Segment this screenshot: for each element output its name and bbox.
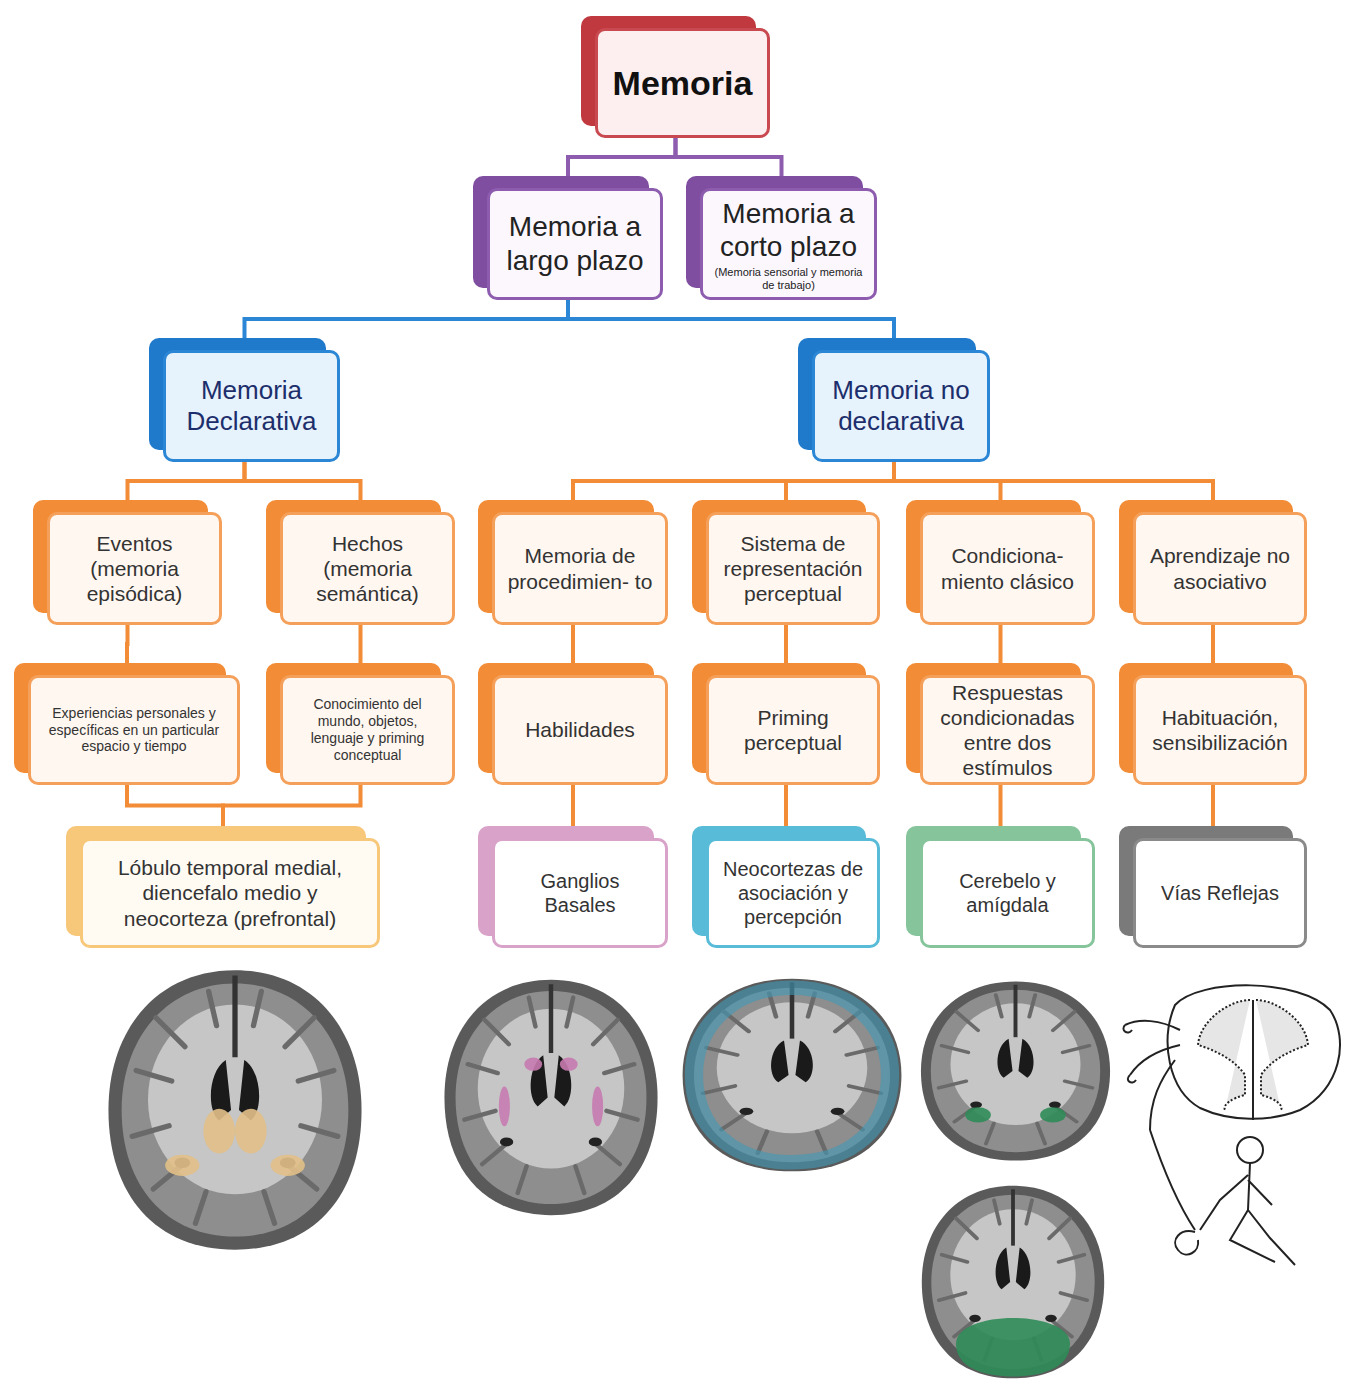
tree-connector xyxy=(568,300,894,338)
spinal-reflex-drawing xyxy=(1123,985,1340,1265)
tree-connector xyxy=(786,462,894,500)
subtype-box: Habituación, sensibilización xyxy=(1133,675,1307,785)
tree-connector xyxy=(894,462,1213,500)
subtype-box: Condiciona- miento clásico xyxy=(920,512,1095,625)
node-label: Priming perceptual xyxy=(718,705,868,755)
subtype-box: Priming perceptual xyxy=(706,675,880,785)
subtype-box: Respuestas condicionadas entre dos estím… xyxy=(920,675,1095,785)
brain-region-box: Cerebelo y amígdala xyxy=(920,838,1095,948)
brain-mri-declarative xyxy=(108,970,361,1249)
node-sublabel: (Memoria sensorial y memoria de trabajo) xyxy=(712,266,865,291)
node-label: Habituación, sensibilización xyxy=(1145,705,1295,755)
subtype-box: Memoria de procedimien- to xyxy=(492,512,668,625)
node-label: Respuestas condicionadas entre dos estím… xyxy=(932,680,1083,781)
node-label: Hechos (memoria semántica) xyxy=(292,531,443,607)
subtype-box: Sistema de representación perceptual xyxy=(706,512,880,625)
tree-connector xyxy=(571,625,575,663)
tree-connector xyxy=(999,625,1003,663)
tree-connector xyxy=(1211,785,1215,826)
tree-connector xyxy=(245,300,569,338)
description-box: Conocimiento del mundo, objetos, lenguaj… xyxy=(280,675,455,785)
node-label: Habilidades xyxy=(504,717,656,742)
description-box: Experiencias personales y específicas en… xyxy=(28,675,240,785)
node-label: Memoria a largo plazo xyxy=(499,210,651,277)
neocortex-highlight xyxy=(694,988,890,1163)
node-label: Lóbulo temporal medial, diencefalo medio… xyxy=(92,855,368,931)
subtype-box: Habilidades xyxy=(492,675,668,785)
brain-region-box: Vías Reflejas xyxy=(1133,838,1307,948)
tree-connector xyxy=(571,785,575,826)
node-label: Memoria a corto plazo xyxy=(712,197,865,264)
brain-region-box: Ganglios Basales xyxy=(492,838,668,948)
tree-connector xyxy=(999,785,1003,826)
node-label: Experiencias personales y específicas en… xyxy=(40,705,228,755)
node-label: Memoria no declarativa xyxy=(824,375,978,437)
tree-connector xyxy=(784,625,788,663)
node-label: Eventos (memoria episódica) xyxy=(59,531,210,607)
brain-region-box: Neocortezas de asociación y percepción xyxy=(706,838,880,948)
cerebellum-highlight xyxy=(956,1318,1070,1377)
root-box: Memoria xyxy=(595,28,770,138)
tree-connector xyxy=(676,138,782,176)
subtype-box: Aprendizaje no asociativo xyxy=(1133,512,1307,625)
subtype-box: Hechos (memoria semántica) xyxy=(280,512,455,625)
tree-connector xyxy=(127,785,223,826)
tree-connector xyxy=(784,785,788,826)
category-box: Memoria Declarativa xyxy=(163,350,340,462)
brain-mri-amygdala xyxy=(921,981,1110,1160)
memory-type-box: Memoria a corto plazo(Memoria sensorial … xyxy=(700,188,877,300)
brain-mri-cerebellum xyxy=(922,1186,1104,1379)
node-label: Ganglios Basales xyxy=(504,869,656,917)
tree-connector xyxy=(245,462,361,500)
node-label: Memoria Declarativa xyxy=(175,375,328,437)
tree-connector xyxy=(128,462,245,500)
node-label: Conocimiento del mundo, objetos, lenguaj… xyxy=(292,696,443,763)
brain-region-box: Lóbulo temporal medial, diencefalo medio… xyxy=(80,838,380,948)
node-label: Aprendizaje no asociativo xyxy=(1145,543,1295,593)
tree-connector xyxy=(223,785,361,826)
tree-connector xyxy=(125,625,130,663)
thalamus-hippocampus-highlight xyxy=(165,1109,305,1176)
tree-connector xyxy=(359,625,363,663)
brain-mri-neocortex xyxy=(683,979,902,1172)
node-label: Vías Reflejas xyxy=(1145,881,1295,905)
node-label: Neocortezas de asociación y percepción xyxy=(718,857,868,929)
node-label: Condiciona- miento clásico xyxy=(932,543,1083,593)
memory-type-box: Memoria a largo plazo xyxy=(487,188,663,300)
tree-connector xyxy=(568,138,676,176)
node-label: Sistema de representación perceptual xyxy=(718,531,868,607)
basal-ganglia-highlight xyxy=(499,1058,603,1127)
category-box: Memoria no declarativa xyxy=(812,350,990,462)
node-label: Memoria xyxy=(607,63,758,104)
node-label: Cerebelo y amígdala xyxy=(932,869,1083,917)
subtype-box: Eventos (memoria episódica) xyxy=(47,512,222,625)
brain-mri-basal-ganglia xyxy=(444,980,657,1215)
amygdala-highlight xyxy=(965,1107,1065,1122)
tree-connector xyxy=(1211,625,1215,663)
node-label: Memoria de procedimien- to xyxy=(504,543,656,593)
tree-connector xyxy=(573,462,894,500)
